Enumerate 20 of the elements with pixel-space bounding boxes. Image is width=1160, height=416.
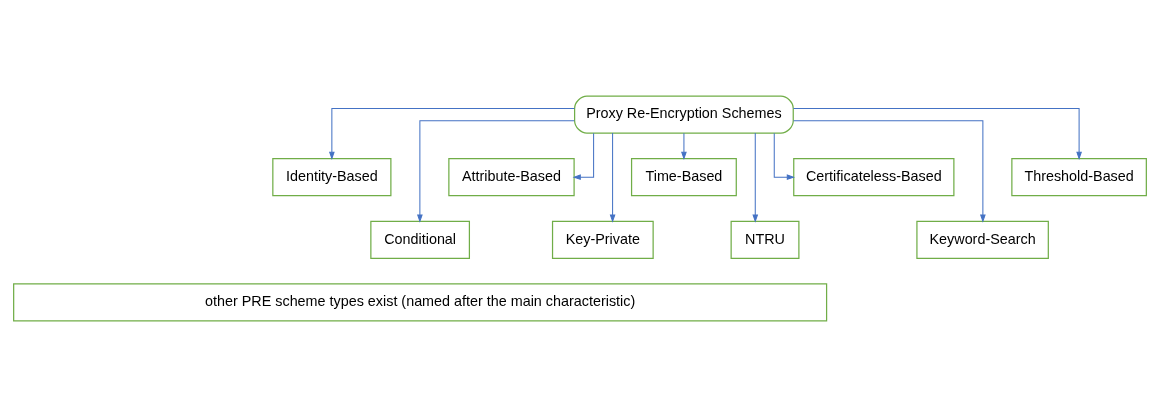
node-box: Proxy Re-Encryption Schemes <box>574 95 794 134</box>
node-box: Threshold-Based <box>1011 157 1147 196</box>
arrow <box>609 132 616 223</box>
arrow <box>417 119 575 223</box>
node-box: Certificateless-Based <box>793 157 955 196</box>
node-box: Keyword-Search <box>916 220 1049 259</box>
node-box: Identity-Based <box>272 157 392 196</box>
arrow <box>773 132 795 180</box>
node-box: other PRE scheme types exist (named after the main characteristic) <box>13 282 828 321</box>
node-box: Attribute-Based <box>448 157 575 196</box>
node-box: Conditional <box>370 220 470 259</box>
arrow <box>572 132 595 180</box>
arrow <box>793 119 986 223</box>
arrow <box>328 107 575 160</box>
arrow <box>792 107 1082 160</box>
arrow <box>752 132 759 223</box>
node-box: NTRU <box>730 220 800 259</box>
node-box: Time-Based <box>630 157 737 196</box>
node-box: Key-Private <box>551 220 654 259</box>
arrow <box>681 132 687 160</box>
